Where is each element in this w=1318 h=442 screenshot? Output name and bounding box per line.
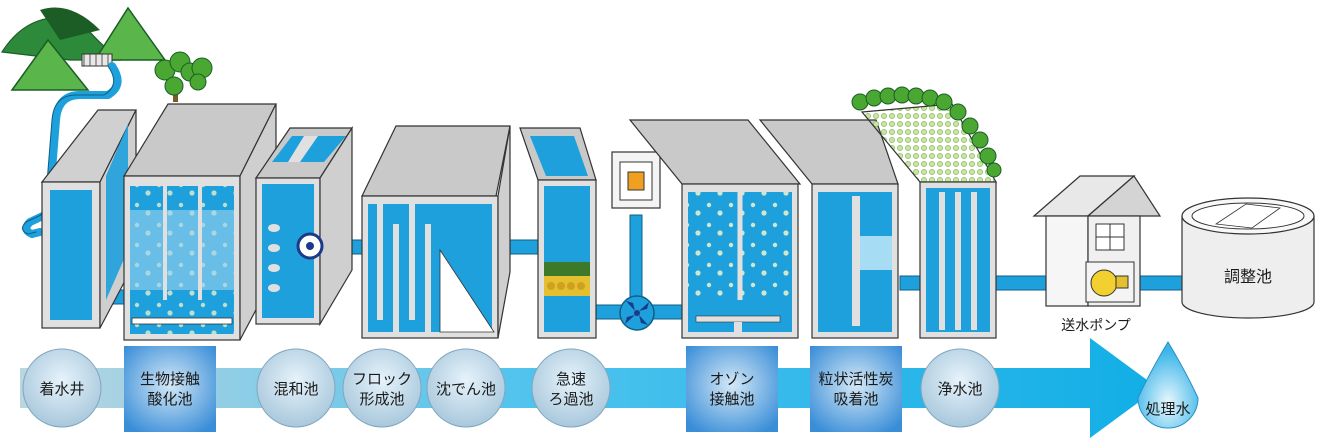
tank-kasseitan [758,119,899,339]
stage-badge-chinden: 沈でん池 [426,348,506,428]
tank-konwa [254,125,354,327]
stage-badge-josui: 浄水池 [920,348,1000,428]
stage-label-ozone-2: 接触池 [709,390,754,408]
stage-label-seibutsu-2: 酸化池 [147,390,192,408]
pump-label: 送水ポンプ [1061,318,1131,334]
stage-label-kyusoku-1: 急速 [556,370,586,388]
tank-chakusuisei [40,109,137,329]
stage-label-kasseitan-2: 吸着池 [833,390,878,408]
stage-label-kasseitan-1: 粒状活性炭 [818,370,893,388]
tank-ozone [628,119,802,339]
treated-water-label: 処理水 [1145,400,1190,418]
tank-floc-chinden [361,125,511,339]
dam-icon [81,53,113,67]
stage-label-konwa-1: 混和池 [273,380,318,398]
stage-label-chakusuisei-1: 着水井 [39,380,84,398]
stage-label-ozone-1: オゾン [709,370,754,388]
tank-seibutsu [122,103,277,341]
tree-icon [154,51,213,102]
adjustment-tank [1181,197,1315,319]
stage-label-floc-2: 形成池 [359,390,404,408]
stage-label-kyusoku-2: ろ過池 [548,390,593,408]
mixer-icon [296,232,324,260]
tank-josui [851,86,1002,339]
stage-badge-konwa: 混和池 [256,348,336,428]
adjust-tank-label: 調整池 [1224,267,1272,286]
pump-icon [619,295,655,331]
stage-badge-chakusuisei: 着水井 [22,348,102,428]
mountains [0,6,167,91]
ozone-generator-icon [611,151,661,209]
tank-kyusoku [519,127,597,339]
stage-label-chinden-1: 沈でん池 [436,380,496,398]
water-drop-icon [1137,341,1199,429]
pump-house-icon [1032,175,1162,307]
stage-label-seibutsu-1: 生物接触 [140,370,200,388]
stage-label-floc-1: フロック [352,370,412,388]
stage-label-josui-1: 浄水池 [937,380,982,398]
